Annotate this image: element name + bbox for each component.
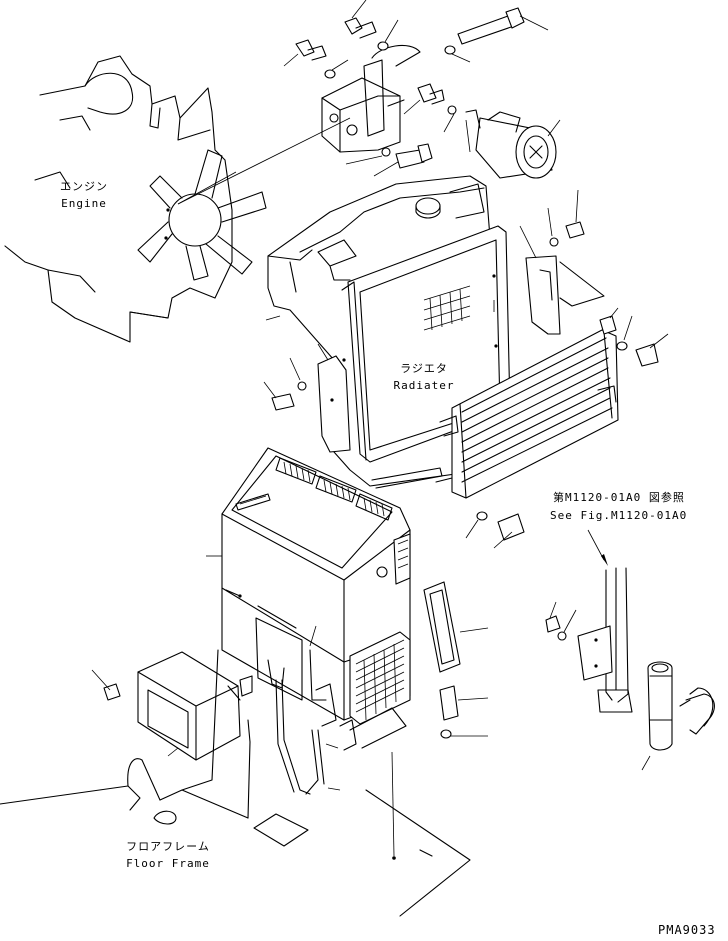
compressor bbox=[465, 109, 561, 179]
engine-label-jp: エンジン bbox=[60, 180, 108, 193]
diagram-code: PMA9033 bbox=[658, 923, 716, 937]
filter-bolts bbox=[439, 685, 489, 739]
radiator-label-en: Radiater bbox=[393, 379, 455, 392]
bolts-top bbox=[283, 0, 549, 177]
radiator-label-jp: ラジエタ bbox=[400, 362, 448, 375]
compressor-bracket bbox=[321, 44, 421, 153]
engine-fan bbox=[137, 149, 267, 281]
engine-outline bbox=[4, 55, 233, 343]
radiator-bracket-right bbox=[519, 189, 605, 335]
condenser-bolts bbox=[465, 307, 669, 549]
floor-frame-label-en: Floor Frame bbox=[126, 857, 210, 870]
ac-unit bbox=[91, 447, 411, 795]
reference-label-en: See Fig.M1120-01A0 bbox=[550, 509, 688, 522]
reference-label-jp: 第M1120-01A0 図参照 bbox=[553, 491, 685, 504]
floor-frame-label-jp: フロアフレーム bbox=[126, 840, 210, 853]
leader-compressor-fan bbox=[177, 117, 351, 205]
filter-panel bbox=[423, 581, 489, 673]
engine-label-en: Engine bbox=[61, 197, 107, 210]
condenser bbox=[435, 329, 619, 499]
radiator-bracket-left bbox=[263, 315, 351, 453]
floor-frame bbox=[0, 555, 471, 917]
receiver-drier-assembly bbox=[545, 529, 715, 771]
